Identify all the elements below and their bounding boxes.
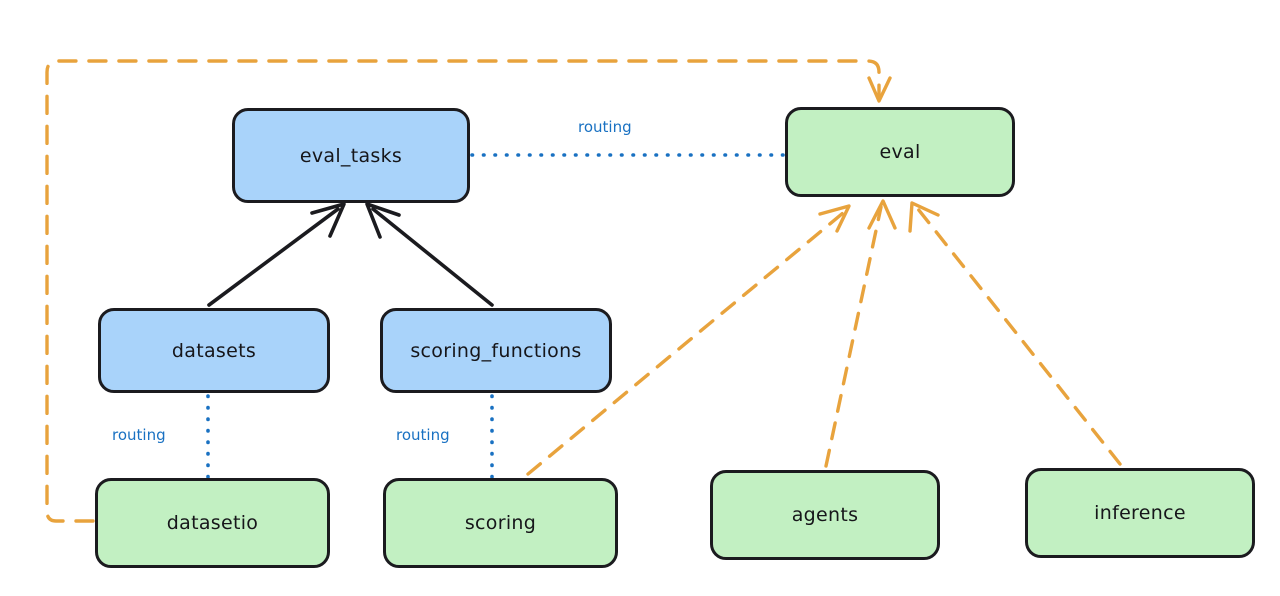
node-label-eval: eval xyxy=(879,141,921,163)
node-label-inference: inference xyxy=(1094,502,1186,524)
node-label-datasets: datasets xyxy=(171,339,257,362)
node-label-datasetio: datasetio xyxy=(166,512,259,534)
edge-label-routing-scoring: routing xyxy=(396,426,450,444)
node-label-eval-tasks: eval_tasks xyxy=(299,144,403,167)
edge-label-routing-eval: routing xyxy=(578,118,632,136)
edge-inference-to-eval xyxy=(908,201,1122,466)
edge-datasets-to-eval_tasks xyxy=(207,202,346,307)
edge-label-routing-datasetio: routing xyxy=(112,426,166,444)
node-scoring[interactable]: scoring xyxy=(383,478,618,568)
node-inference[interactable]: inference xyxy=(1025,468,1255,558)
node-eval[interactable]: eval xyxy=(785,107,1015,197)
edge-agents-to-eval xyxy=(824,199,897,468)
edge-scoring-to-eval xyxy=(526,204,851,476)
node-eval-tasks[interactable]: eval_tasks xyxy=(232,108,470,203)
node-scoring-functions[interactable]: scoring_functions xyxy=(380,308,612,393)
node-label-scoring: scoring xyxy=(464,512,537,534)
edge-scoring_functions-to-eval_tasks xyxy=(365,202,494,307)
node-label-scoring-functions: scoring_functions xyxy=(410,339,582,362)
node-datasetio[interactable]: datasetio xyxy=(95,478,330,568)
node-label-agents: agents xyxy=(791,504,859,526)
node-datasets[interactable]: datasets xyxy=(98,308,330,393)
edge-datasetio-to-eval xyxy=(45,59,892,523)
node-agents[interactable]: agents xyxy=(710,470,940,560)
